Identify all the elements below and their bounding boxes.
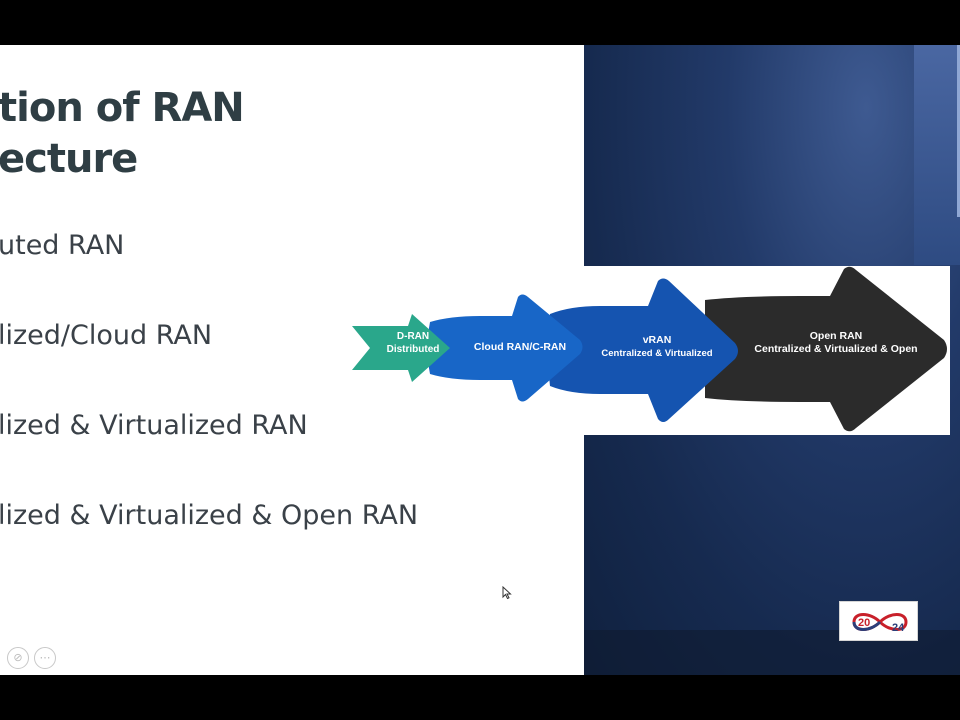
slide-decor-panel xyxy=(584,45,960,675)
top-letterbox xyxy=(0,0,960,45)
bullet-cloud-ran: lized/Cloud RAN xyxy=(0,320,213,351)
mouse-pointer-icon xyxy=(502,586,512,600)
bottom-letterbox xyxy=(0,675,960,720)
logo-right-text: 24 xyxy=(892,622,905,634)
slide-content-area: tion of RAN ecture uted RAN lized/Cloud … xyxy=(0,45,584,675)
slide-menu-icon[interactable]: ⋯ xyxy=(34,647,56,669)
panel-edge-line xyxy=(957,45,960,217)
logo-left-text: 20 xyxy=(858,617,870,629)
slide-title: tion of RAN ecture xyxy=(0,83,245,185)
slide-title-line-1: tion of RAN xyxy=(0,85,245,131)
slide-title-line-2: ecture xyxy=(0,136,138,182)
slide-control-icon[interactable]: ⊘ xyxy=(7,647,29,669)
panel-edge-strip xyxy=(914,45,960,265)
bullet-virtualized-ran: lized & Virtualized RAN xyxy=(0,410,308,441)
bullet-distributed-ran: uted RAN xyxy=(0,230,125,261)
logo-icon: 20 24 xyxy=(839,601,918,641)
bullet-open-ran: lized & Virtualized & Open RAN xyxy=(0,500,419,531)
